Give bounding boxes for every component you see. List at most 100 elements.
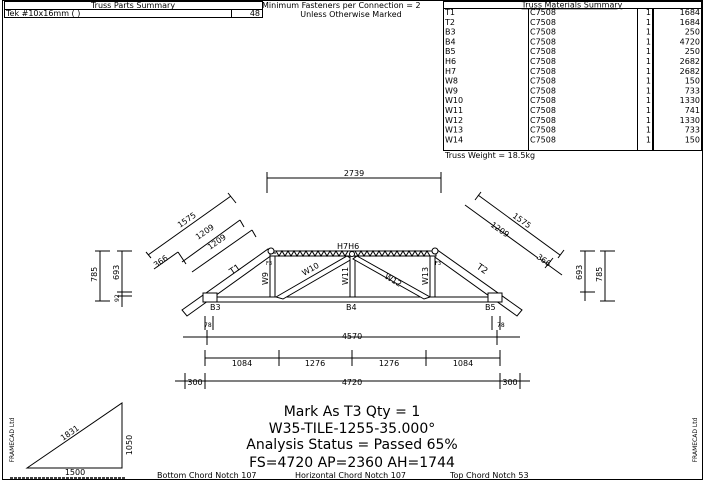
note-horizontal-chord: Horizontal Chord Notch 107 bbox=[295, 471, 406, 480]
top-chord-t2 bbox=[431, 248, 523, 317]
parts-summary-table: Truss Parts Summary Tek #10x16mm ( ) 48 bbox=[4, 1, 263, 18]
pitch-hyp: 1831 bbox=[59, 424, 81, 443]
materials-cell-length: 4720 bbox=[680, 37, 700, 46]
truss bbox=[181, 247, 523, 317]
materials-summary-title: Truss Materials Summary bbox=[521, 1, 623, 10]
materials-cell-qty: 1 bbox=[646, 86, 651, 95]
dim-right-785: 785 bbox=[595, 267, 604, 282]
materials-cell-length: 733 bbox=[685, 126, 700, 135]
materials-cell-member: T2 bbox=[444, 18, 455, 27]
dim-panel-1: 1084 bbox=[232, 359, 252, 368]
materials-cell-member: B3 bbox=[445, 28, 456, 37]
materials-cell-member: T1 bbox=[444, 8, 455, 17]
materials-cell-material: C7508 bbox=[530, 57, 556, 66]
materials-cell-material: C7508 bbox=[530, 8, 556, 17]
note-bottom-chord: Bottom Chord Notch 107 bbox=[157, 471, 257, 480]
materials-cell-member: W13 bbox=[445, 126, 463, 135]
materials-cell-material: C7508 bbox=[530, 116, 556, 125]
materials-cell-length: 2682 bbox=[680, 67, 700, 76]
label-h7h6: H7H6 bbox=[337, 242, 359, 251]
heel-left bbox=[202, 292, 218, 303]
analysis-status: Analysis Status = Passed 65% bbox=[246, 437, 457, 453]
web-w11 bbox=[349, 255, 356, 298]
joint-left bbox=[267, 247, 275, 255]
materials-cell-material: C7508 bbox=[530, 37, 556, 46]
bottom-chord bbox=[202, 296, 502, 303]
label-b3: B3 bbox=[210, 303, 221, 312]
label-f3-right: F3 bbox=[435, 261, 441, 267]
materials-cell-material: C7508 bbox=[530, 28, 556, 37]
materials-cell-member: W11 bbox=[445, 106, 463, 115]
dim-small-right: 78 bbox=[497, 322, 505, 329]
materials-cell-member: W14 bbox=[445, 135, 463, 144]
materials-cell-qty: 1 bbox=[646, 135, 651, 144]
materials-cell-member: W8 bbox=[445, 77, 458, 86]
materials-cell-qty: 1 bbox=[646, 126, 651, 135]
label-w11: W11 bbox=[341, 267, 350, 285]
materials-cell-material: C7508 bbox=[530, 77, 556, 86]
web-w9 bbox=[269, 255, 276, 298]
truss-code: W35-TILE-1255-35.000° bbox=[269, 421, 435, 437]
materials-cell-length: 250 bbox=[685, 28, 700, 37]
materials-cell-member: W10 bbox=[445, 96, 463, 105]
parts-row-name: Tek #10x16mm ( ) bbox=[5, 9, 80, 18]
materials-cell-length: 1684 bbox=[680, 18, 700, 27]
parts-summary-title: Truss Parts Summary bbox=[90, 1, 175, 10]
pitch-rise: 1050 bbox=[125, 435, 134, 455]
materials-cell-qty: 1 bbox=[646, 57, 651, 66]
materials-cell-material: C7508 bbox=[530, 126, 556, 135]
materials-cell-length: 741 bbox=[685, 106, 700, 115]
dim-right-693: 693 bbox=[575, 265, 584, 280]
materials-cell-member: H6 bbox=[445, 57, 456, 66]
materials-cell-material: C7508 bbox=[530, 106, 556, 115]
label-w13: W13 bbox=[421, 267, 430, 285]
truss-params: FS=4720 AP=2360 AH=1744 bbox=[249, 455, 455, 471]
dim-right-1209: 1209 bbox=[489, 220, 511, 239]
brand-right: FRAMECAD Ltd bbox=[692, 417, 699, 462]
dim-overhang-left: 300 bbox=[187, 378, 202, 387]
materials-cell-length: 1330 bbox=[680, 96, 700, 105]
web-w12 bbox=[352, 255, 432, 300]
label-w12: W12 bbox=[383, 272, 403, 289]
note-top-chord: Top Chord Notch 53 bbox=[449, 471, 529, 480]
materials-cell-qty: 1 bbox=[646, 47, 651, 56]
materials-cell-member: B5 bbox=[445, 47, 456, 56]
brand-left: FRAMECAD Ltd bbox=[9, 417, 16, 462]
label-t2: T2 bbox=[473, 262, 489, 277]
dim-small-left: 78 bbox=[204, 322, 212, 329]
dim-left-693: 693 bbox=[112, 265, 121, 280]
dim-4570: 4570 bbox=[342, 332, 362, 341]
dim-panel-4: 1084 bbox=[453, 359, 473, 368]
materials-cell-material: C7508 bbox=[530, 96, 556, 105]
joint-apex bbox=[349, 251, 355, 257]
materials-cell-length: 1684 bbox=[680, 8, 700, 17]
materials-cell-qty: 1 bbox=[646, 106, 651, 115]
materials-cell-qty: 1 bbox=[646, 37, 651, 46]
materials-cell-material: C7508 bbox=[530, 135, 556, 144]
truss-weight: Truss Weight = 18.5kg bbox=[444, 151, 535, 160]
pitch-run: 1500 bbox=[65, 468, 85, 477]
materials-cell-material: C7508 bbox=[530, 86, 556, 95]
mark-text: Mark As T3 Qty = 1 bbox=[284, 404, 421, 420]
heel-right bbox=[487, 292, 503, 303]
fasteners-line1: Minimum Fasteners per Connection = 2 bbox=[262, 1, 421, 10]
materials-cell-qty: 1 bbox=[646, 28, 651, 37]
materials-cell-material: C7508 bbox=[530, 47, 556, 56]
parts-row-qty: 48 bbox=[250, 9, 260, 18]
dim-left-785: 785 bbox=[90, 267, 99, 282]
materials-cell-qty: 1 bbox=[646, 77, 651, 86]
web-w13 bbox=[429, 255, 436, 298]
label-b5: B5 bbox=[485, 303, 496, 312]
dim-span: 4720 bbox=[342, 378, 362, 387]
materials-cell-length: 1330 bbox=[680, 116, 700, 125]
materials-cell-length: 150 bbox=[685, 135, 700, 144]
dim-left-366: 366 bbox=[152, 254, 170, 270]
materials-cell-qty: 1 bbox=[646, 18, 651, 27]
pitch-triangle: 1831 1050 1500 bbox=[10, 402, 134, 479]
dim-left-92: 92 bbox=[114, 294, 121, 302]
materials-cell-member: H7 bbox=[445, 67, 456, 76]
materials-cell-qty: 1 bbox=[646, 96, 651, 105]
